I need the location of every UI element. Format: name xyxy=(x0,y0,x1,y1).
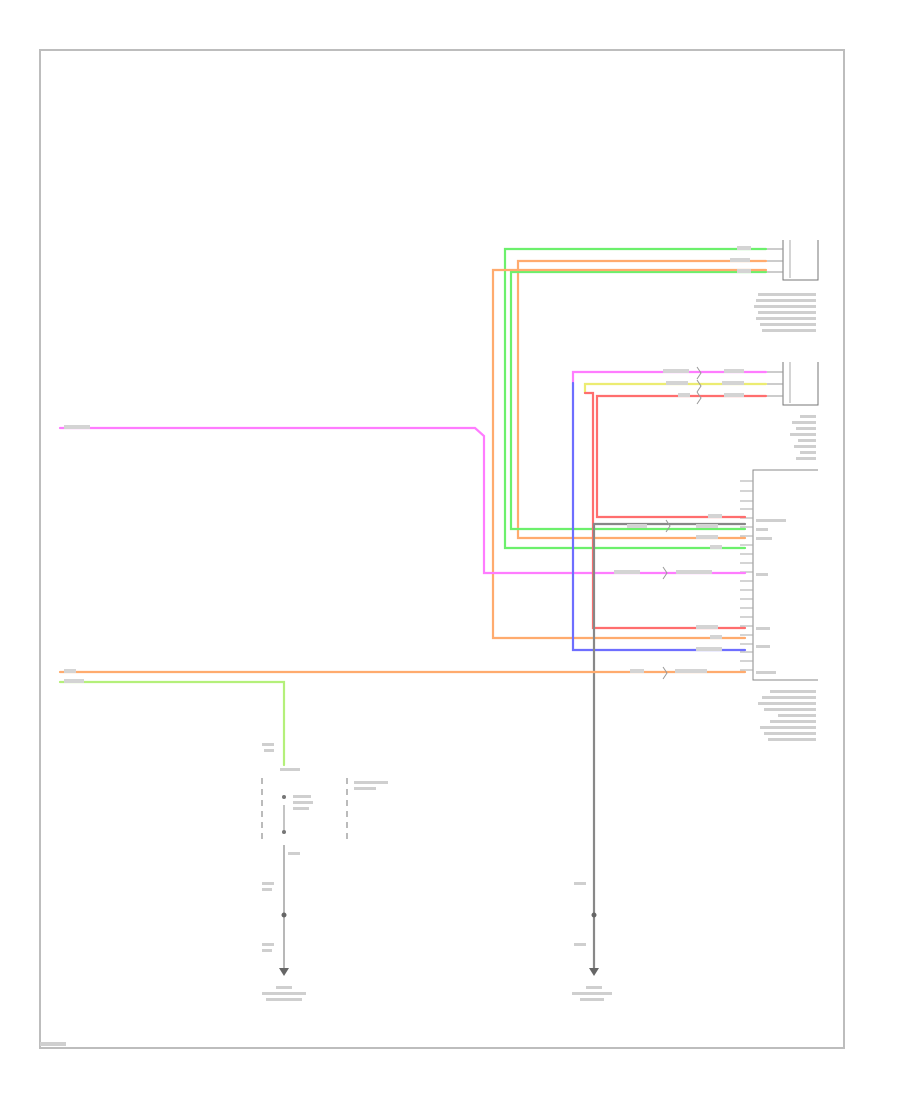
control-module xyxy=(740,469,818,741)
module-caption xyxy=(758,690,816,741)
diagram-id-mark xyxy=(40,1042,66,1046)
splice-dot-icon xyxy=(281,912,287,918)
diagram-frame xyxy=(39,49,845,1049)
wire-red xyxy=(595,394,768,519)
ground-symbol-icon xyxy=(589,968,599,976)
wire-magenta-2 xyxy=(571,370,768,385)
module-pins xyxy=(740,480,753,671)
connector-middle xyxy=(766,362,819,460)
ground-left xyxy=(262,882,306,1001)
inline-connector-marks xyxy=(662,366,702,680)
wire-orange-2 xyxy=(491,268,768,640)
switch-assembly xyxy=(261,743,388,970)
wire-orange-1 xyxy=(516,259,768,540)
connector-top xyxy=(754,240,819,332)
connector-top-caption xyxy=(754,293,816,332)
connector-middle-caption xyxy=(790,415,816,460)
wire-green xyxy=(503,247,768,550)
wire-magenta xyxy=(58,426,747,575)
wire-green-2 xyxy=(509,270,768,531)
wire-lime xyxy=(58,680,286,767)
wire-red-2 xyxy=(583,391,747,630)
ground-right xyxy=(572,882,612,1001)
wire-blue xyxy=(571,381,747,652)
wire-yellow xyxy=(583,382,768,395)
module-pin-labels xyxy=(756,519,786,674)
wire-label-blocks xyxy=(64,246,751,683)
wire-gray-ground xyxy=(592,522,747,972)
splice-dot-icon xyxy=(591,912,597,918)
ground-symbol-icon xyxy=(279,968,289,976)
